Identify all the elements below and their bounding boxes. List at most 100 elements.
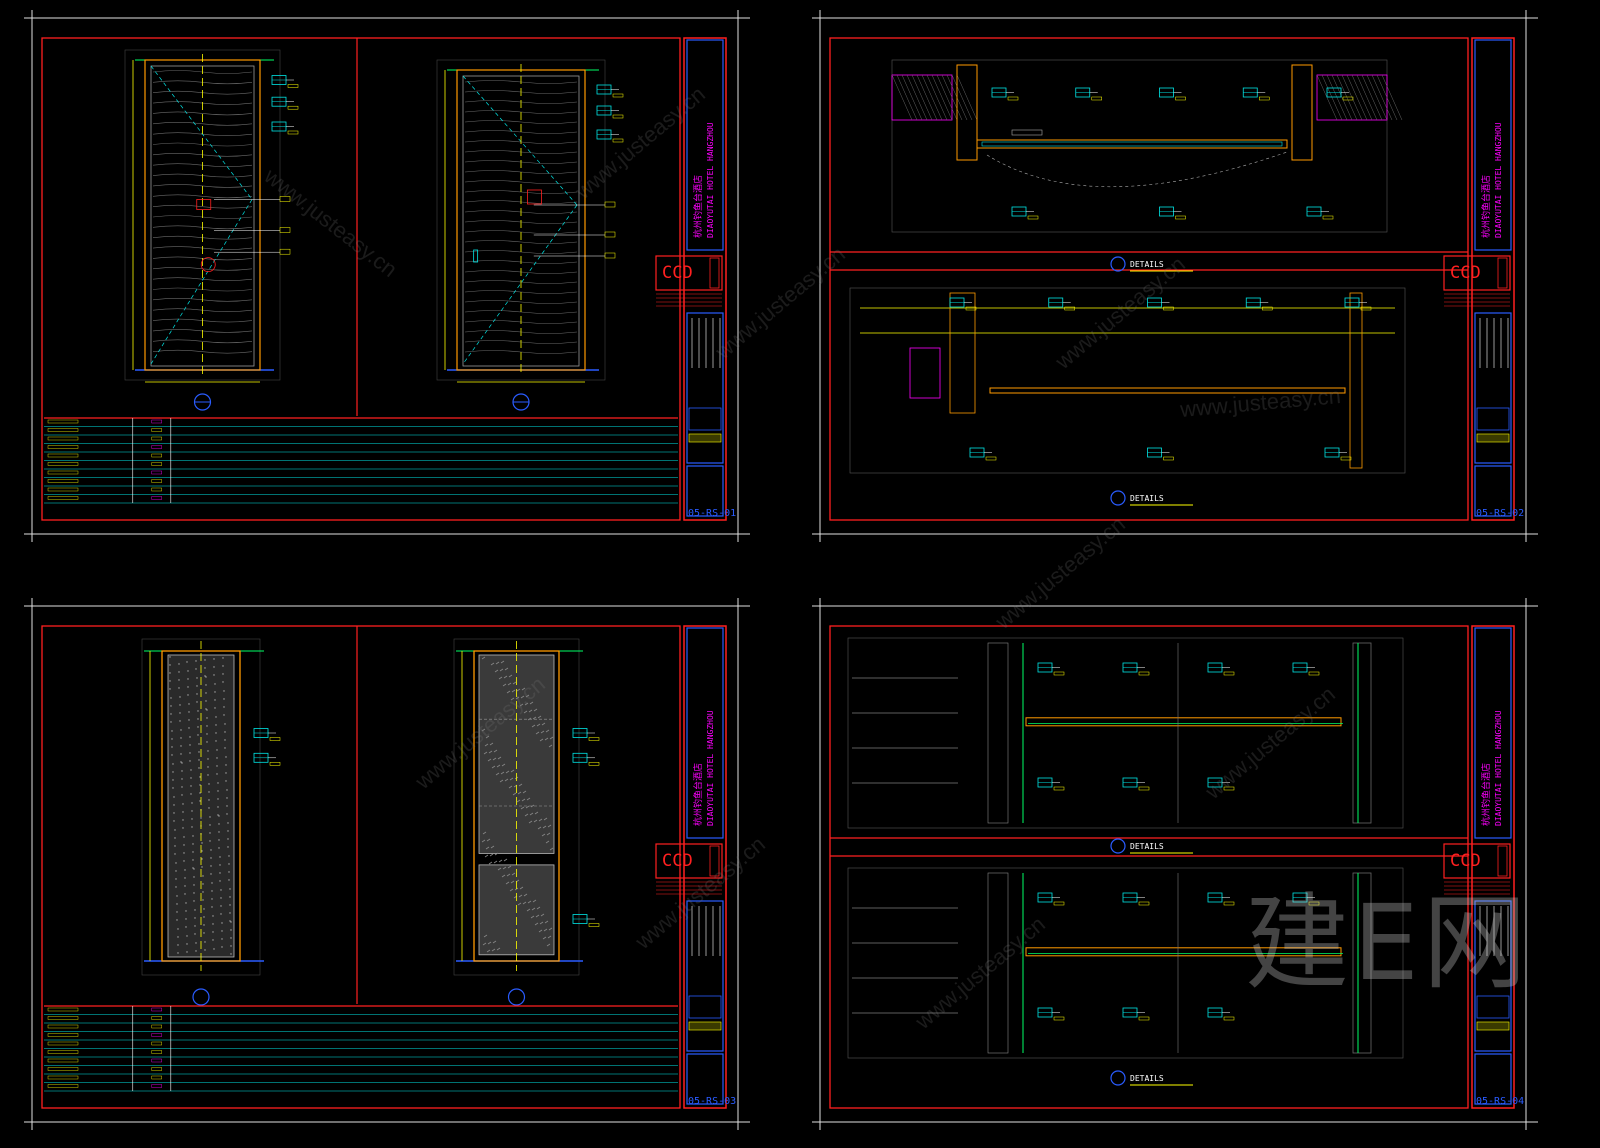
stone-speckle [171,730,173,732]
door-swing-arc [986,151,1288,188]
stone-speckle [218,823,220,825]
texture-hatch [490,662,495,666]
stone-speckle [201,866,203,868]
legend-value [151,445,162,449]
sheet-number-box [1474,1053,1512,1105]
texture-hatch [485,735,490,739]
stone-speckle [209,840,211,842]
stone-speckle [181,778,183,780]
texture-hatch [492,757,497,761]
stone-speckle [169,688,171,690]
stone-speckle [219,880,221,882]
stone-speckle [218,831,220,833]
stone-speckle [219,872,221,874]
legend-value [151,419,162,424]
stone-speckle [223,698,225,700]
revision-box [688,995,722,1019]
stone-speckle [214,707,216,709]
texture-hatch [493,749,498,753]
sheet-number: 05-RS-01 [688,508,736,519]
elevation-viewport [141,638,261,976]
detail-viewport [847,867,1404,1059]
texture-hatch [535,731,540,735]
texture-hatch [494,852,499,856]
stone-speckle [203,924,205,926]
ccd-logo: CCD [1450,263,1481,283]
annotation-text-line [287,130,299,135]
stone-speckle [181,786,183,788]
project-name-cn: 杭州钓鱼台酒店 [1480,175,1492,238]
stone-speckle [218,847,220,849]
texture-hatch [495,661,500,665]
stone-speckle [188,703,190,705]
stone-speckle [184,869,186,871]
door-handle [200,257,216,273]
stone-speckle [183,860,185,862]
stone-speckle [188,711,190,713]
annotation-text-line [1091,96,1102,101]
annotation-text-line [287,84,299,88]
texture-hatch [507,865,512,869]
hatch-line [1341,74,1363,121]
stone-speckle [173,796,175,798]
texture-hatch [510,697,515,701]
texture-hatch [483,934,488,938]
wood-grain [464,180,578,184]
stone-speckle [174,853,176,855]
wood-grain [152,339,253,344]
hatch-line [931,74,953,121]
texture-hatch [506,873,511,877]
stone-speckle [205,676,207,678]
stone-speckle [189,760,191,762]
stamp-box [688,433,722,443]
stone-speckle [199,784,201,786]
texture-hatch [482,831,487,835]
section-marker [192,988,210,1006]
stone-speckle [202,883,204,885]
texture-hatch [497,756,502,760]
jamb-profile [987,872,1009,1054]
stone-speckle [201,858,203,860]
texture-hatch [507,682,512,686]
stone-speckle [187,694,189,696]
texture-hatch [521,687,526,691]
panel-elevation [141,638,281,1006]
detail-marker [1110,256,1126,272]
texture-hatch [497,867,502,871]
texture-hatch [498,676,503,680]
stone-speckle [201,842,203,844]
stone-speckle [195,950,197,952]
stone-speckle [219,864,221,866]
stone-speckle [169,656,171,658]
texture-hatch [538,818,543,822]
stone-speckle [192,859,194,861]
stone-speckle [210,873,212,875]
stone-speckle [230,937,232,939]
annotation-text-line [588,737,600,741]
stone-speckle [211,906,213,908]
texture-hatch [539,738,544,742]
stone-speckle [207,750,209,752]
detail-viewport [891,59,1388,233]
stone-speckle [221,946,223,948]
door-section [1025,947,1342,957]
revision-box [688,407,722,431]
stone-speckle [206,733,208,735]
texture-hatch [525,694,530,698]
stone-speckle [209,832,211,834]
logo-side-box [1497,257,1508,289]
plan-detail [849,287,1406,474]
texture-hatch [486,838,491,842]
stone-speckle [223,690,225,692]
stone-speckle [187,670,189,672]
stone-speckle [170,721,172,723]
stone-speckle [186,935,188,937]
stone-speckle [176,895,178,897]
legend-text [47,436,79,441]
stone-speckle [170,713,172,715]
stone-speckle [174,845,176,847]
legend-text [47,419,79,424]
hatch-line [1326,74,1348,121]
texture-hatch [528,709,533,713]
